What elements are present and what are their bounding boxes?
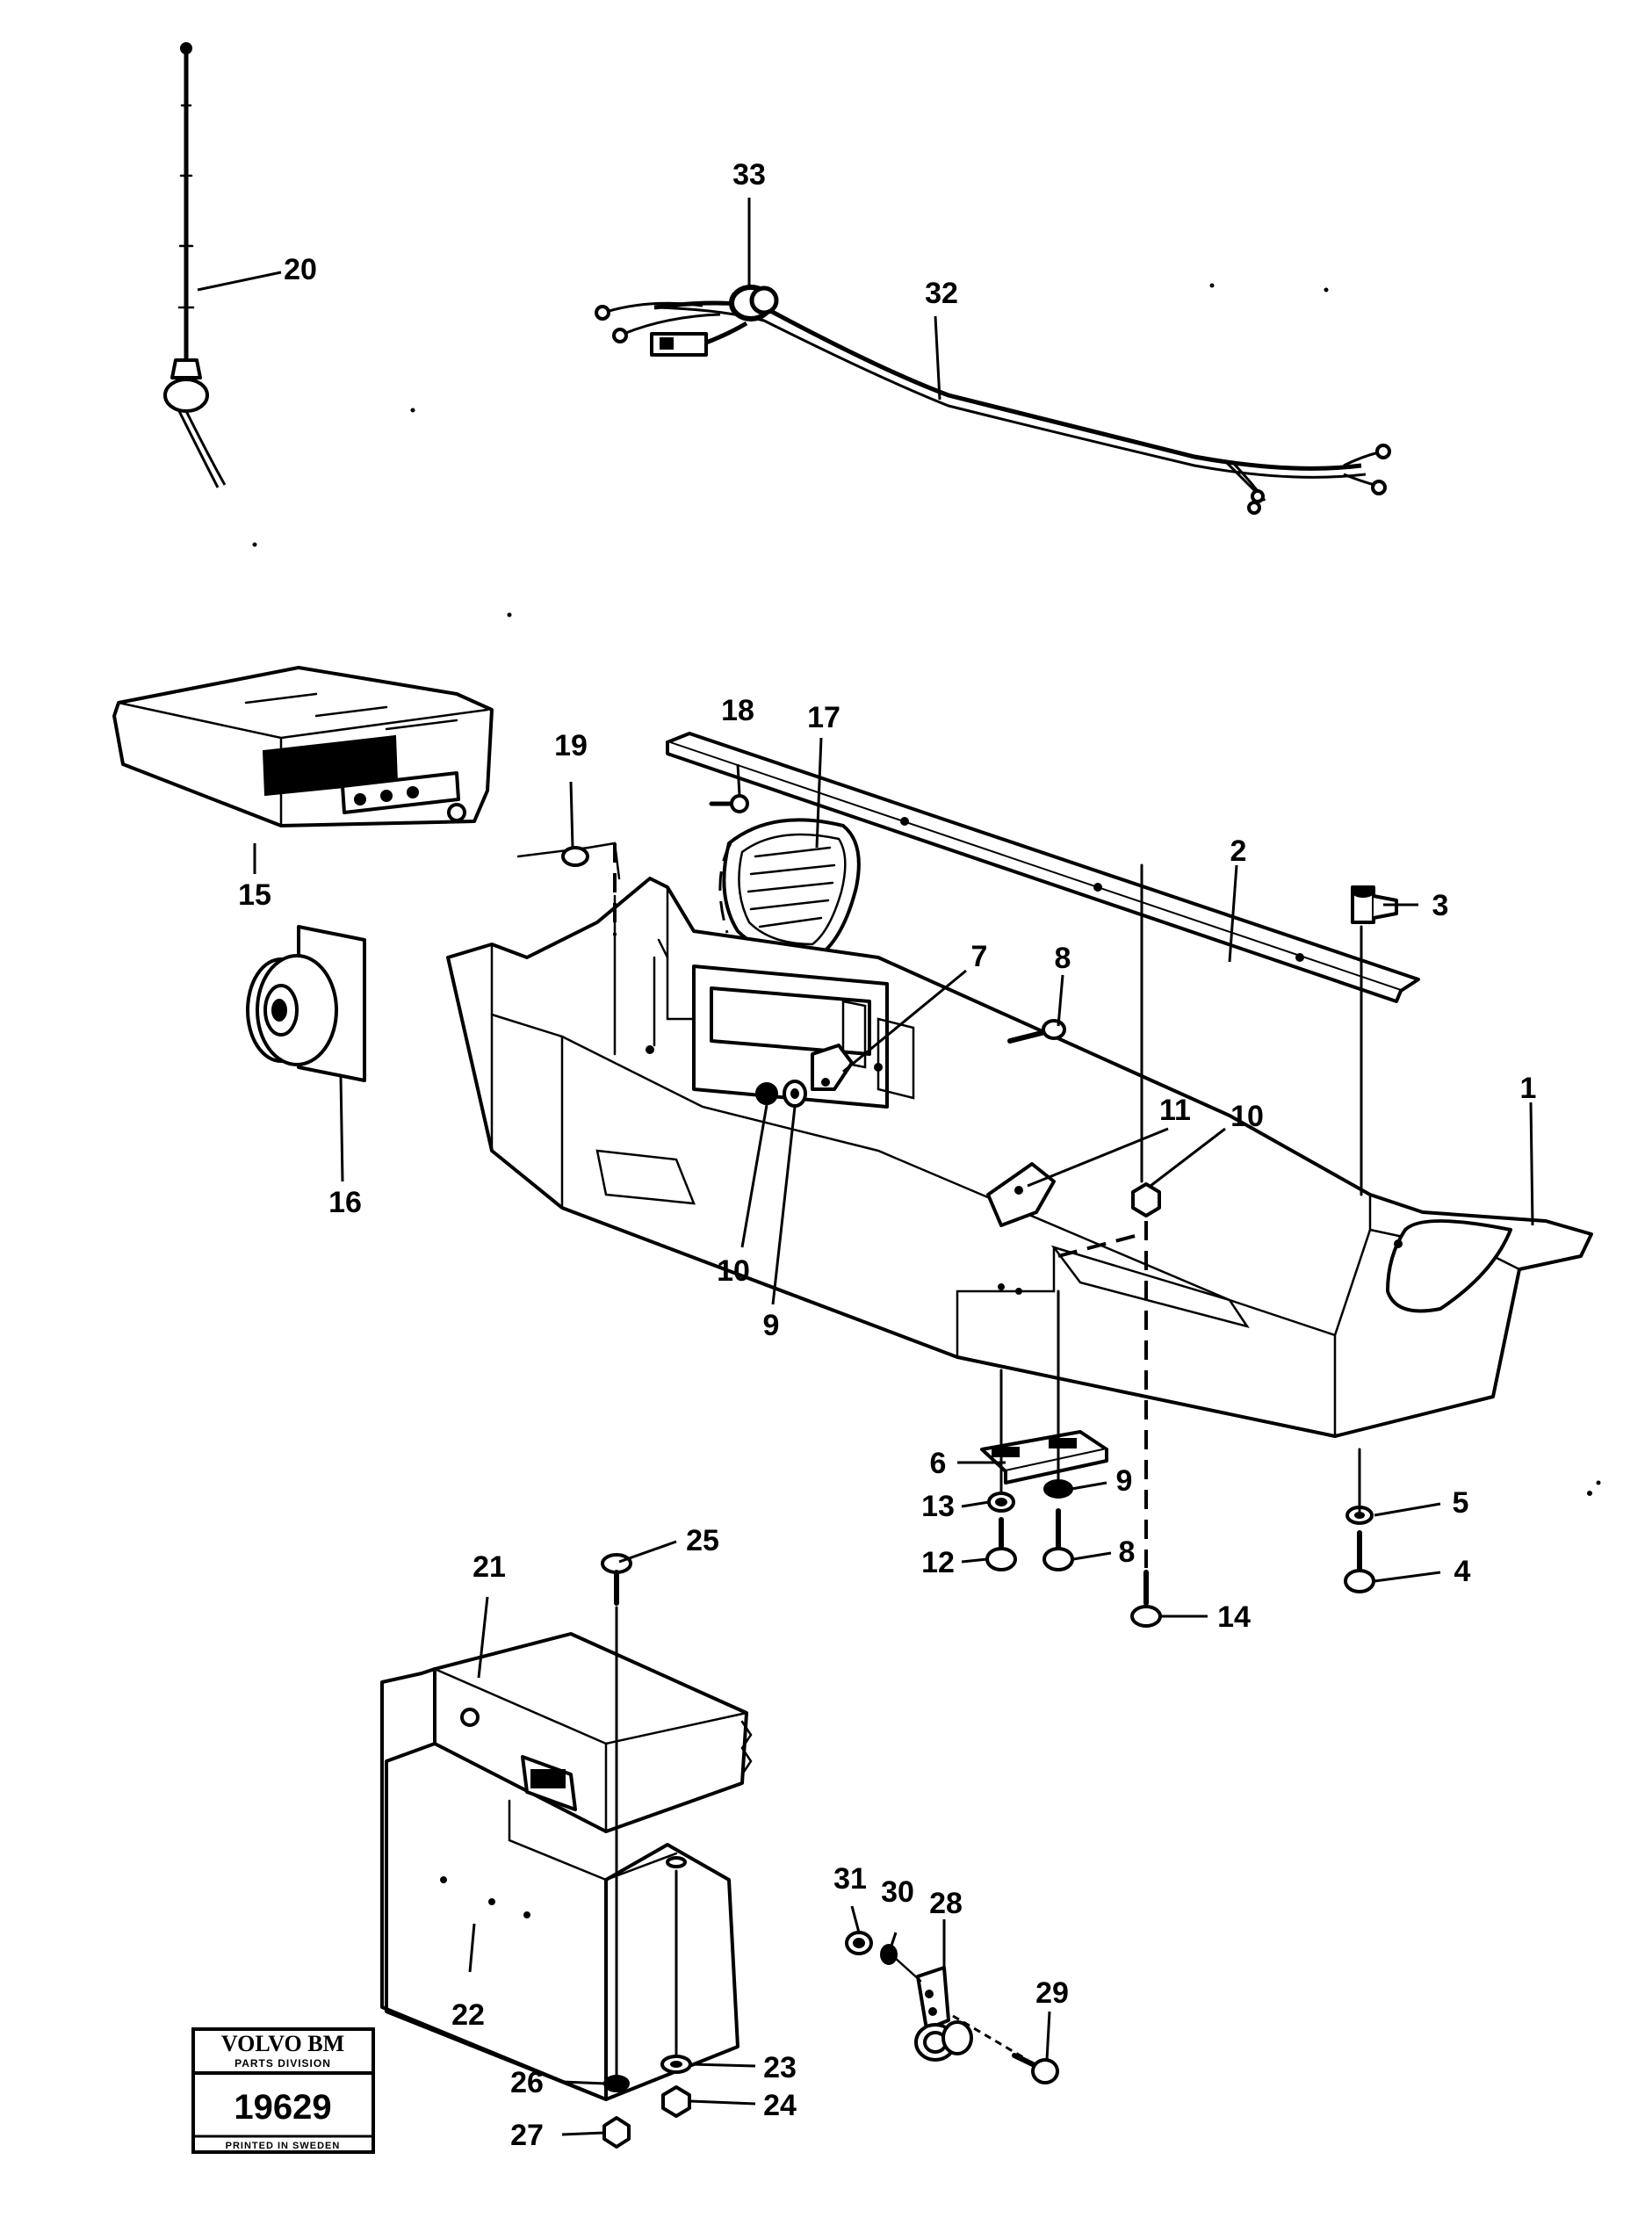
callout-31: 31 [833,1862,867,1896]
callout-30: 30 [881,1875,914,1909]
clip-19 [516,842,621,880]
callout-15: 15 [238,878,271,912]
callout-21: 21 [473,1550,506,1584]
callout-8-lower: 8 [1119,1535,1136,1569]
callout-33: 33 [732,158,766,191]
top-strip [666,732,1420,1003]
callout-3: 3 [1432,889,1449,922]
screw-25 [601,1553,632,1606]
callout-4: 4 [1454,1555,1471,1588]
wiring-harness [595,285,1391,515]
radio-unit [112,666,494,827]
holder-28 [892,1955,973,2062]
callout-23: 23 [763,2051,797,2084]
screw-18 [709,794,749,813]
callout-1: 1 [1520,1072,1537,1105]
callout-17: 17 [807,701,840,734]
mounting-bracket-22 [380,1667,739,2101]
callout-32: 32 [925,277,958,310]
callout-22: 22 [451,1998,485,2032]
volvo-bm-stamp: VOLVO BM PARTS DIVISION 19629 PRINTED IN… [191,2027,375,2154]
callout-12: 12 [921,1546,955,1579]
stamp-number: 19629 [234,2088,331,2127]
antenna-part [163,42,227,488]
callout-19: 19 [554,729,588,762]
bracket-6 [980,1430,1108,1485]
screw-12 [985,1517,1017,1571]
callout-28: 28 [929,1887,963,1920]
leader-lines [197,198,1534,2136]
callout-11: 11 [1159,1094,1191,1127]
callout-10-left: 10 [717,1254,750,1288]
callout-29: 29 [1035,1976,1069,2010]
bracket-11 [986,1162,1056,1227]
callout-27: 27 [510,2119,544,2152]
callout-7: 7 [971,940,988,973]
washer-5 [1345,1506,1374,1525]
callout-14: 14 [1217,1600,1251,1634]
callout-16: 16 [328,1186,362,1219]
screw-8-lower [1042,1508,1074,1571]
bracket-7 [811,1044,854,1091]
amplifier-unit [433,1632,753,1833]
washer-9-upper [783,1080,807,1108]
clip-3 [1351,885,1398,924]
screw-29 [952,2014,1059,2084]
speaker-grille [718,818,861,959]
callout-8-upper: 8 [1055,942,1071,975]
callout-24: 24 [763,2089,797,2122]
nut-31 [845,1931,873,1955]
screw-14 [1130,1570,1162,1628]
callout-20: 20 [284,253,317,286]
screw-4 [1344,1530,1375,1593]
nut-10-upper [755,1082,778,1105]
callout-25: 25 [686,1524,719,1557]
nut-10-right [1131,1182,1161,1217]
callout-9-upper: 9 [763,1309,780,1342]
washer-30 [880,1944,898,1965]
loudspeaker [246,925,366,1082]
washer-26 [603,2075,630,2092]
callout-26: 26 [510,2066,544,2099]
callout-9-lower: 9 [1116,1464,1133,1498]
callout-2: 2 [1230,834,1247,868]
print-specks [252,283,1601,1496]
washer-13 [987,1492,1015,1513]
callout-10-right: 10 [1230,1100,1264,1133]
callout-5: 5 [1453,1486,1469,1520]
stamp-brand: VOLVO BM [221,2031,344,2056]
assembly-lines [613,843,1363,1568]
callout-6: 6 [930,1447,947,1480]
nut-24 [661,2085,691,2118]
console-housing [446,877,1593,1438]
callout-18: 18 [721,694,754,727]
stamp-printed: PRINTED IN SWEDEN [226,2141,341,2151]
callout-13: 13 [921,1490,955,1523]
washer-23 [660,2055,692,2074]
stamp-division: PARTS DIVISION [234,2057,331,2070]
callout-labels: 1 2 3 4 5 6 7 8 8 9 9 10 10 11 12 13 14 … [238,158,1536,2152]
nut-27 [602,2116,631,2149]
